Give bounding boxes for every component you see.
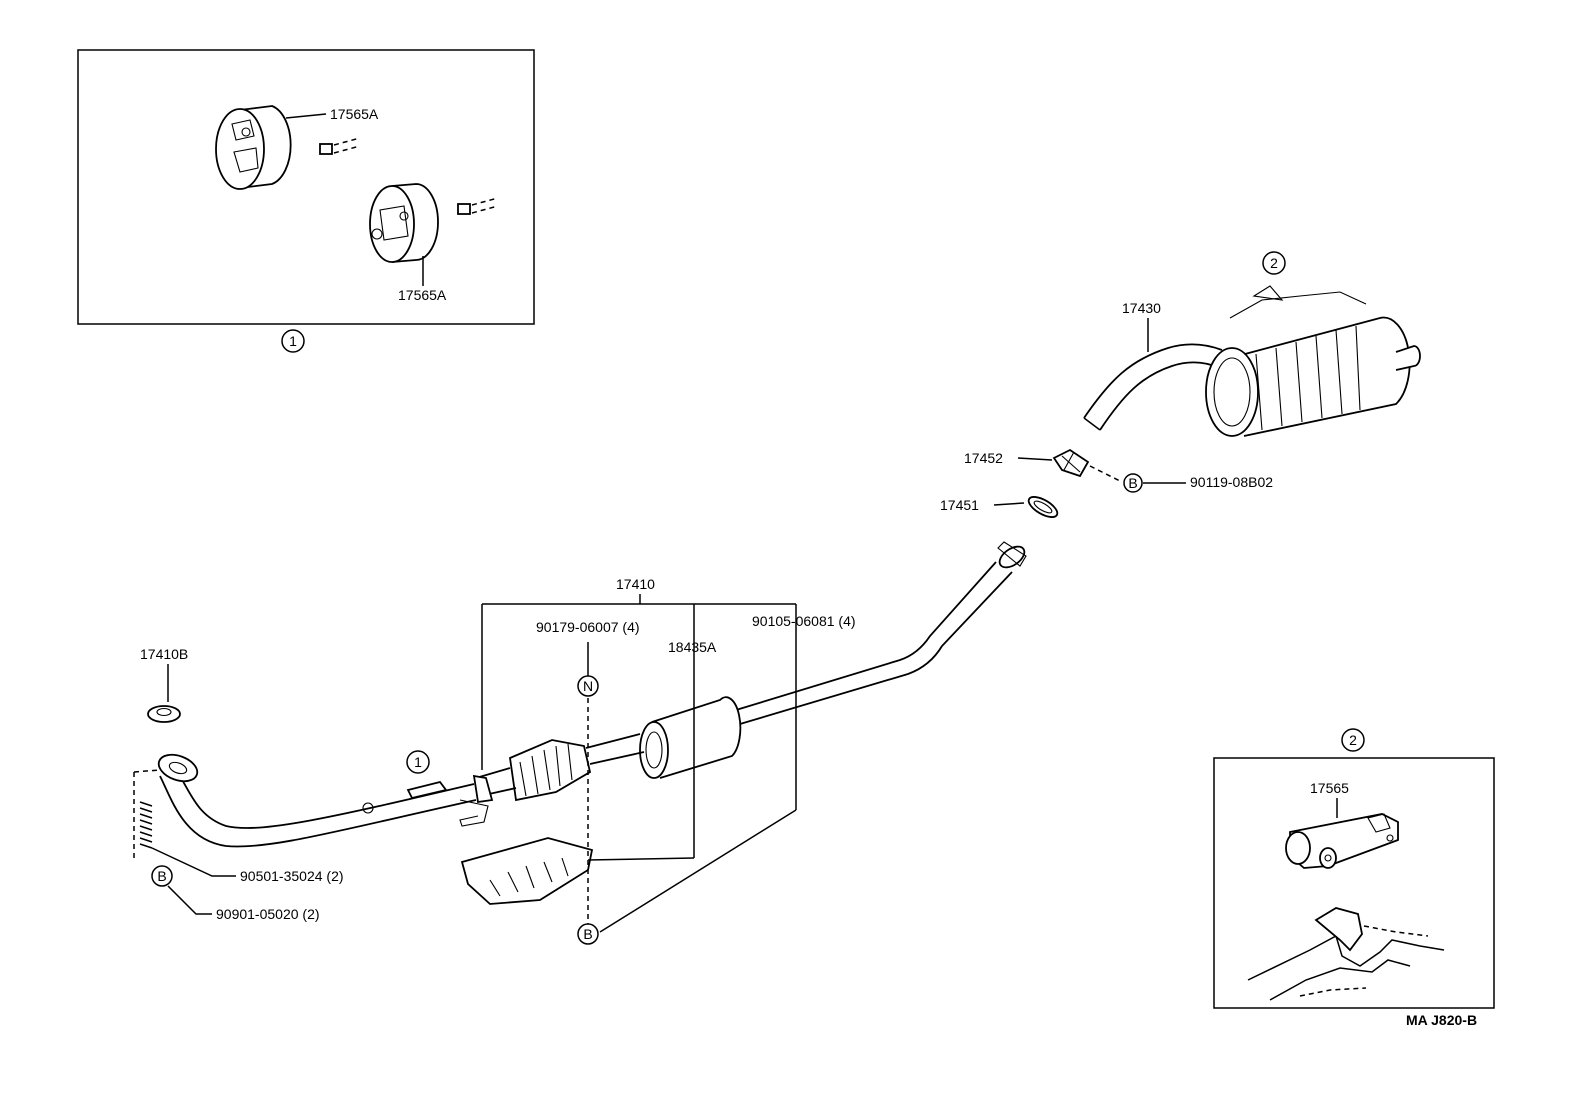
hanger-bolt-lower [457, 197, 499, 215]
inset-1-marker: 1 [289, 333, 297, 349]
diagram-code: MA J820-B [1406, 1012, 1477, 1028]
marker-n: N [583, 678, 593, 694]
exhaust-hanger-upper [215, 105, 292, 190]
label-17451: 17451 [940, 497, 979, 513]
label-17565: 17565 [1310, 780, 1349, 796]
center-exhaust-pipe [157, 541, 1027, 848]
marker-b-muffler: B [1128, 475, 1137, 491]
compression-spring [139, 801, 153, 849]
muffler-inset-marker: 2 [1270, 255, 1278, 271]
marker-b-front: B [157, 868, 166, 884]
label-17410: 17410 [616, 576, 655, 592]
label-17565a-bottom: 17565A [398, 287, 447, 303]
gasket-ring-17451 [1027, 496, 1059, 518]
hanger-mount-detail [1247, 907, 1445, 1001]
rubber-hanger-17565 [1285, 813, 1399, 869]
label-90119-08b02: 90119-08B02 [1190, 474, 1273, 490]
label-17430: 17430 [1122, 300, 1161, 316]
hanger-bolt-upper [319, 137, 361, 155]
label-18435a: 18435A [668, 639, 717, 655]
inset-2-marker: 2 [1349, 732, 1357, 748]
gasket-17410b [147, 705, 181, 723]
inset-1-frame [77, 49, 535, 325]
label-90105-06081: 90105-06081 (4) [752, 613, 856, 629]
label-17410b: 17410B [140, 646, 188, 662]
label-17565a-top: 17565A [330, 106, 379, 122]
heat-shield-18435a [460, 837, 594, 905]
pipe-hanger-marker: 1 [414, 754, 422, 770]
muffler [1205, 285, 1421, 437]
exhaust-hanger-lower [369, 183, 439, 263]
marker-b-bottom: B [583, 926, 592, 942]
inset-2-frame [1213, 757, 1495, 1009]
label-90901-05020: 90901-05020 (2) [216, 906, 320, 922]
flange-gasket-17452 [1052, 448, 1090, 478]
label-90501-35024: 90501-35024 (2) [240, 868, 344, 884]
muffler-tail-pipe [1083, 343, 1223, 431]
label-90179-06007: 90179-06007 (4) [536, 619, 640, 635]
label-17452: 17452 [964, 450, 1003, 466]
